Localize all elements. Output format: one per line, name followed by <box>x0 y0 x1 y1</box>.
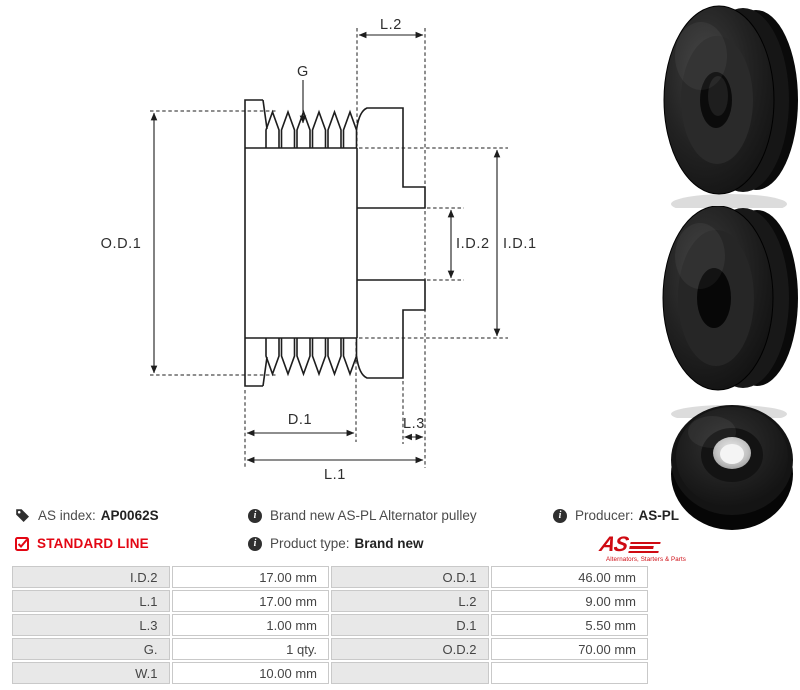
info-column-right: i Producer: AS-PL AS Alternators, Starte… <box>553 508 692 563</box>
tag-icon <box>15 508 30 523</box>
spec-cell-value1: 17.00 mm <box>171 590 329 612</box>
spec-cell-value2 <box>490 662 648 684</box>
spec-cell-value2: 9.00 mm <box>490 590 648 612</box>
spec-cell-label1: I.D.2 <box>12 566 170 588</box>
info-column-middle: i Brand new AS-PL Alternator pulley i Pr… <box>248 508 477 564</box>
as-index-row: AS index: AP0062S <box>15 508 159 523</box>
info-column-left: AS index: AP0062S STANDARD LINE <box>15 508 159 564</box>
dim-label-od1: O.D.1 <box>101 236 142 252</box>
spec-cell-label1: L.1 <box>12 590 170 612</box>
spec-cell-value1: 17.00 mm <box>171 566 329 588</box>
spec-cell-label2: D.1 <box>331 614 489 636</box>
spec-cell-label2: L.2 <box>331 590 489 612</box>
producer-value: AS-PL <box>638 508 680 523</box>
standard-line-label: STANDARD LINE <box>37 536 149 551</box>
dim-label-id2: I.D.2 <box>456 236 490 252</box>
dim-label-id1: I.D.1 <box>503 236 537 252</box>
spec-cell-label2: O.D.2 <box>331 638 489 660</box>
product-photo-side-1 <box>663 5 798 208</box>
checkbox-checked-icon <box>15 536 29 551</box>
dimension-lines <box>150 31 501 464</box>
dim-label-d1: D.1 <box>288 412 312 428</box>
spec-cell-label1: L.3 <box>12 614 170 636</box>
product-photo-side-2 <box>662 206 798 418</box>
spec-cell-value1: 1 qty. <box>171 638 329 660</box>
as-index-value: AP0062S <box>100 508 159 523</box>
as-logo-text: AS <box>597 533 630 556</box>
producer-label: Producer: <box>575 508 634 523</box>
description-row: i Brand new AS-PL Alternator pulley <box>248 508 477 523</box>
spec-cell-label1: W.1 <box>12 662 170 684</box>
spec-cell-value2: 70.00 mm <box>490 638 648 660</box>
dim-label-l2: L.2 <box>380 17 402 33</box>
dim-label-l1: L.1 <box>324 467 346 483</box>
product-type-value: Brand new <box>354 536 424 551</box>
pulley-outline <box>244 99 426 387</box>
spec-cell-value1: 1.00 mm <box>171 614 329 636</box>
spec-cell-label1: G. <box>12 638 170 660</box>
info-icon: i <box>553 508 567 523</box>
as-logo-tagline: Alternators, Starters & Parts <box>606 556 686 563</box>
extension-lines <box>150 28 508 468</box>
dim-label-l3: L.3 <box>403 416 425 432</box>
product-photo-top <box>671 405 793 530</box>
spec-cell-label2 <box>331 662 489 684</box>
spec-cell-value1: 10.00 mm <box>171 662 329 684</box>
product-type-label: Product type: <box>270 536 350 551</box>
product-description: Brand new AS-PL Alternator pulley <box>270 508 477 523</box>
spec-cell-label2: O.D.1 <box>331 566 489 588</box>
standard-line-row: STANDARD LINE <box>15 536 159 551</box>
spec-cell-value2: 5.50 mm <box>490 614 648 636</box>
product-type-row: i Product type: Brand new <box>248 536 477 551</box>
info-icon: i <box>248 508 262 523</box>
producer-row: i Producer: AS-PL <box>553 508 692 523</box>
spec-cell-value2: 46.00 mm <box>490 566 648 588</box>
info-icon: i <box>248 536 262 551</box>
as-pl-logo: AS Alternators, Starters & Parts <box>597 533 692 563</box>
as-index-label: AS index: <box>38 508 96 523</box>
pulley-dimension-diagram: L.2 G O.D.1 I.D.2 I.D.1 D.1 L.3 L.1 <box>101 17 537 483</box>
dim-label-g: G <box>297 64 309 80</box>
as-logo-stripes-icon <box>628 540 661 553</box>
